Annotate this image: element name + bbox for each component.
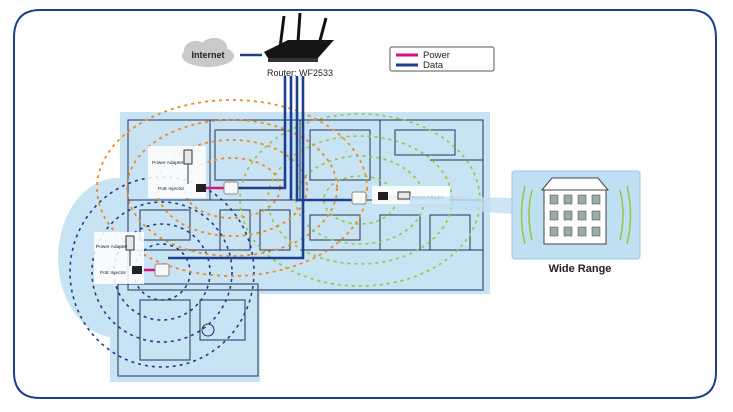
poe-injector-icon bbox=[196, 184, 206, 192]
cloud-icon bbox=[182, 38, 234, 67]
power-adapter-icon bbox=[183, 149, 193, 165]
power-adapter-icon bbox=[397, 191, 411, 200]
building-icon bbox=[540, 177, 610, 245]
legend-data-label: Data bbox=[423, 60, 444, 71]
outer-frame bbox=[13, 9, 717, 399]
data-cables bbox=[168, 53, 358, 260]
coverage-background bbox=[58, 112, 490, 382]
wide-range-label: Wide Range bbox=[549, 263, 612, 275]
access-point-icon bbox=[351, 191, 367, 205]
power-adapter-label-top: Power Adapter bbox=[152, 160, 184, 166]
legend-power-label: Power bbox=[423, 50, 450, 61]
floor-plan bbox=[117, 119, 484, 377]
router-icon bbox=[264, 12, 334, 62]
access-point-icon bbox=[154, 263, 170, 277]
poe-injector-label-left: PoE Injector bbox=[100, 270, 127, 276]
equipment-box-left bbox=[94, 232, 144, 284]
equipment-box-top bbox=[148, 146, 206, 198]
router-label: Router: WF2533 bbox=[267, 68, 333, 78]
signal-beam bbox=[410, 196, 514, 214]
poe-injector-label-top: PoE Injector bbox=[158, 186, 185, 192]
internet-label: Internet bbox=[191, 50, 224, 60]
building-panel bbox=[511, 170, 641, 260]
poe-injector-icon bbox=[132, 266, 142, 274]
poe-injector-icon bbox=[378, 192, 388, 200]
access-point-icon bbox=[223, 181, 239, 195]
power-adapter-label-left: Power Adapter bbox=[96, 244, 128, 250]
legend: Power Data bbox=[389, 46, 495, 72]
